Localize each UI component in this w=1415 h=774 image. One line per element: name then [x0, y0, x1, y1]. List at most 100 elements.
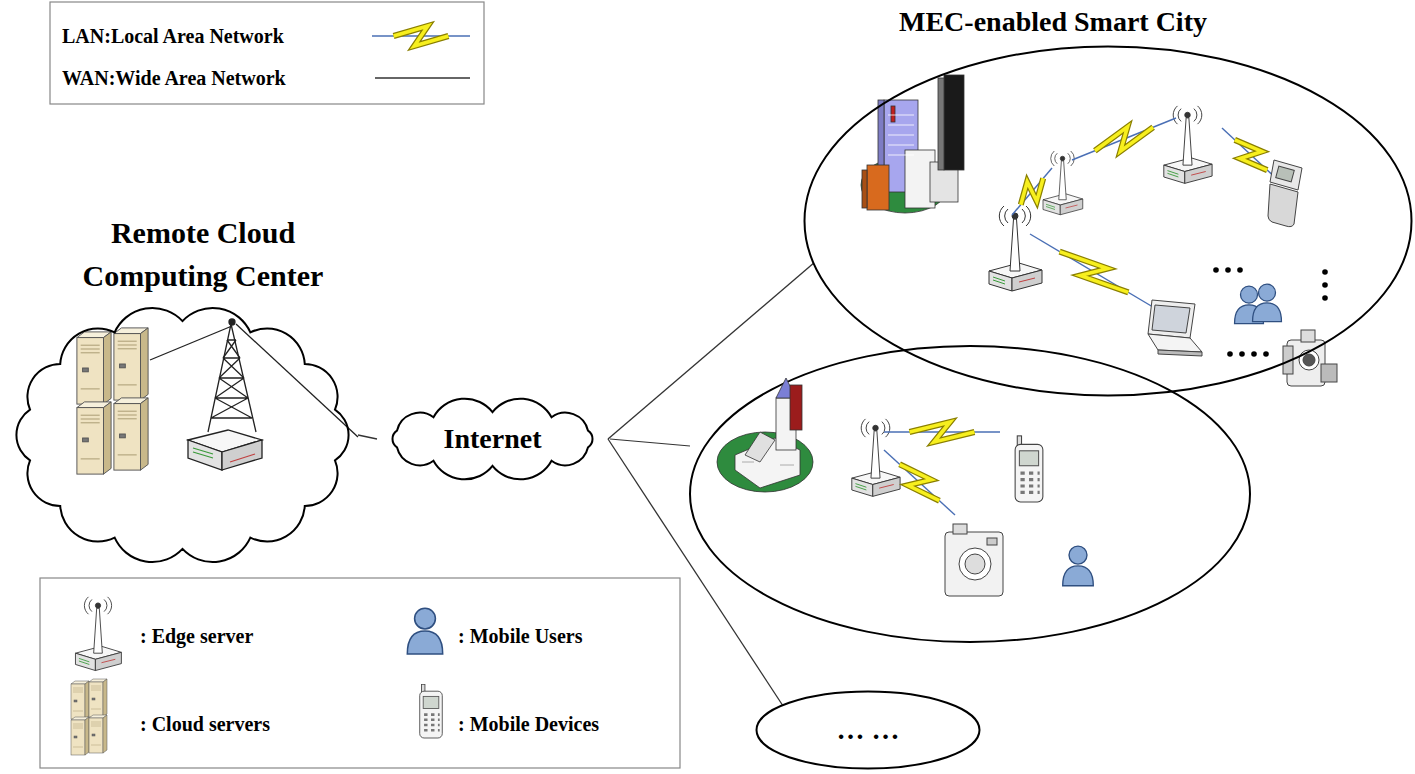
lan-link-part: [1095, 127, 1153, 151]
mobile-device-part: [1148, 300, 1202, 356]
node-title: MEC-enabled Smart City: [873, 2, 1233, 42]
node-outline: [805, 47, 1412, 396]
cloud-tower-part: [208, 324, 256, 432]
cloud-tower-part: [211, 340, 252, 418]
mobile-device-part-part: [1303, 354, 1315, 366]
node-title: Internet: [375, 419, 610, 459]
cloud-tower-part: [188, 440, 222, 470]
internet-cloud: Internet: [375, 395, 610, 483]
node-title-part: Internet: [444, 423, 542, 454]
ellipsis-dots-part: [1227, 351, 1233, 357]
wan-link: [608, 439, 783, 705]
legend-sample-part: [75, 597, 121, 671]
legend-sample: [372, 26, 470, 46]
lan-link-part: [1235, 140, 1267, 170]
mobile-user: [1063, 284, 1282, 586]
ellipsis-dots-part: [1251, 351, 1257, 357]
ellipsis-dots-part: [1263, 351, 1269, 357]
node-outline: [803, 0, 1413, 397]
legend-frame-part: [50, 2, 484, 104]
city-buildings-part: [867, 165, 889, 210]
legend-sample: [75, 597, 121, 671]
cloud-tower-part: [150, 326, 232, 360]
legend-text: : Cloud servers: [140, 712, 270, 736]
lan-link-part: [1012, 168, 1052, 215]
legend-text: : Edge server: [140, 624, 253, 648]
mobile-user-part: [1063, 546, 1094, 586]
second-region: [610, 346, 1250, 642]
node-outline: [16, 308, 348, 562]
cloud-outline: [392, 399, 592, 480]
second-region-part: [610, 439, 690, 446]
lan-link-part: [900, 464, 940, 500]
legend-sample-part: [71, 717, 89, 755]
legend-text: LAN:Local Area Network: [62, 24, 284, 48]
mobile-device-part-part: [1321, 364, 1337, 382]
legend-sample-part: [89, 715, 107, 753]
mobile-device-part: [945, 524, 1003, 596]
legend-item: : Edge server: [140, 624, 253, 648]
ellipse-outline: [757, 692, 980, 769]
node-outline: [392, 399, 592, 480]
city-buildings-part: [862, 170, 867, 208]
lan-link-part: [1072, 118, 1176, 160]
city-buildings-part: [938, 78, 944, 170]
legend-sample: [71, 26, 470, 755]
ellipsis-dots-part: [1239, 351, 1245, 357]
cloud-servers-part: [77, 402, 111, 474]
city-buildings-part: [891, 106, 895, 122]
mobile-device-part: [1268, 160, 1302, 227]
ellipse-outline: [805, 47, 1412, 396]
lan-link-part: [910, 422, 975, 442]
mobile-device-part-part: [945, 532, 1003, 596]
mobile-device-part-part: [959, 548, 991, 580]
mobile-user-part: [1253, 284, 1282, 321]
mobile-device-part-part: [1148, 300, 1195, 338]
ellipsis-dots: [1213, 267, 1328, 357]
legend-frame-part: [40, 578, 680, 768]
legend-sample-part: [375, 77, 470, 78]
node-title: Remote Cloud Computing Center: [53, 212, 353, 298]
cloud-tower: [150, 319, 358, 470]
mobile-device-part-part: [1158, 350, 1202, 356]
edge-server: [852, 106, 1212, 496]
mobile-device-part-part: [1301, 330, 1315, 342]
lan-link-part: [1060, 252, 1129, 293]
lan-link-part: [910, 422, 975, 442]
legend-sample-part: [71, 681, 89, 719]
edge-server-part: [1043, 151, 1083, 215]
lan-link-part: [1030, 234, 1158, 310]
city-buildings-part: [888, 115, 914, 155]
church-building-part: [717, 432, 813, 492]
cloud-tower-part: [236, 324, 358, 437]
edge-server-part: [989, 206, 1042, 291]
cloud-servers-part: [77, 332, 111, 404]
cloud-servers-part: [114, 328, 148, 400]
legend-sample-part: [89, 679, 107, 717]
legend-sample-part: [394, 26, 449, 46]
ellipsis-dots-part: [1322, 269, 1328, 275]
mobile-device: [945, 160, 1337, 596]
node-title-part: … …: [837, 714, 900, 745]
cloud-region: Remote Cloud Computing Center: [5, 212, 360, 570]
legend-text: WAN:Wide Area Network: [62, 66, 286, 90]
legend-item: LAN:Local Area Network: [62, 24, 284, 48]
lan-link-part: [1021, 178, 1043, 204]
ellipsis-dots-part: [1322, 295, 1328, 301]
ellipsis-dots-part: [1225, 267, 1231, 273]
cloud-tower-part: [193, 448, 213, 458]
legend-sample-part: [394, 26, 449, 46]
lan-link-part: [1021, 178, 1043, 204]
node-outline: [757, 692, 980, 769]
mobile-device-part-part: [1299, 350, 1319, 370]
city-buildings: [861, 75, 964, 213]
edge-server-part: [1164, 106, 1212, 183]
lan-link-part: [900, 464, 940, 500]
mobile-device-part: [1283, 330, 1337, 386]
church-building-part: [742, 462, 794, 465]
legend-item: WAN:Wide Area Network: [62, 66, 286, 90]
cloud-servers: [77, 328, 148, 474]
legend-sample: [407, 608, 442, 654]
